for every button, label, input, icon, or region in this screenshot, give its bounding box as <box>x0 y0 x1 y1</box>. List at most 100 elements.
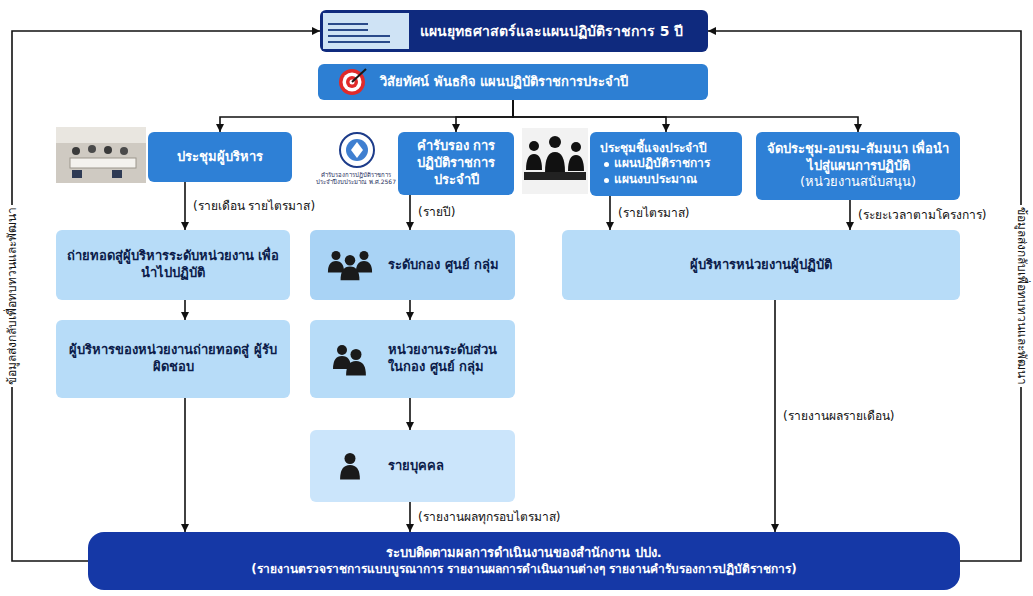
person-head <box>345 453 356 464</box>
photo-table <box>524 172 586 180</box>
photo-chair <box>112 170 122 178</box>
node-subtitle: (รายงานตรวจราชการแบบบูรณาการ รายงานผลการ… <box>102 562 946 578</box>
node-title: ระบบติดตามผลการดำเนินงานของสำนักงาน ปปง. <box>102 545 946 562</box>
level-box: รายบุคคล <box>310 430 515 502</box>
flow-connector <box>409 502 411 532</box>
flow-connector <box>513 100 666 132</box>
bullet-item: แผนงบประมาณ <box>600 172 734 188</box>
flow-connector <box>184 398 186 532</box>
icon-group <box>340 453 360 479</box>
thumbnail-line <box>328 23 368 25</box>
briefing-box: ประชุมชี้แจงประจำปีแผนปฏิบัติราชการแผนงบ… <box>590 132 742 196</box>
node-title: ผู้บริหารหน่วยงานผู้ปฏิบัติ <box>572 257 950 274</box>
frequency-label: (รายงานผลรายเดือน) <box>781 409 896 424</box>
training-box: จัดประชุม-อบรม-สัมมนา เพื่อนำไปสู่แผนการ… <box>756 132 960 200</box>
person-icon <box>310 430 400 502</box>
emblem-core <box>346 139 368 161</box>
meeting-box: ประชุมผู้บริหาร <box>148 132 292 182</box>
vision-box: วิสัยทัศน์ พันธกิจ แผนปฏิบัติราชการประจำ… <box>318 64 708 100</box>
process-box: ผู้บริหารของหน่วยงานถ่ายทอดสู่ ผู้รับผิด… <box>56 320 290 398</box>
emblem-ring <box>340 133 374 167</box>
photo-person <box>88 145 96 153</box>
node-title: แผนยุทธศาสตร์และแผนปฏิบัติราชการ 5 ปี <box>420 22 698 40</box>
photo-person <box>72 147 80 155</box>
person-head <box>360 251 369 260</box>
icon-group <box>328 251 372 280</box>
photo-wall <box>56 127 146 143</box>
target-arrow <box>352 69 366 82</box>
bullet-dot <box>604 162 609 167</box>
agreement-box: คำรับรอง การปฏิบัติราชการ ประจำปี <box>398 132 514 195</box>
node-title: ถ่ายทอดสู่ผู้บริหารระดับหน่วยงาน เพื่อนำ… <box>66 248 280 282</box>
node-title: จัดประชุม-อบรม-สัมมนา เพื่อนำไปสู่แผนการ… <box>764 141 952 175</box>
person-head <box>351 349 362 360</box>
level-box: ระดับกอง ศูนย์ กลุ่ม <box>310 230 515 300</box>
process-box: ผู้บริหารหน่วยงานผู้ปฏิบัติ <box>562 230 960 300</box>
target-ring <box>339 69 365 95</box>
thumbnail-line <box>328 35 390 37</box>
flow-connector <box>12 31 320 561</box>
monitoring-band: ระบบติดตามผลการดำเนินงานของสำนักงาน ปปง.… <box>88 532 960 590</box>
frequency-label: (รายเดือน รายไตรมาส) <box>191 199 317 214</box>
flow-connector <box>456 100 513 132</box>
emblem-diamond <box>351 142 363 158</box>
person-body <box>356 261 372 273</box>
flow-connector <box>409 398 411 430</box>
icon-group <box>339 69 366 95</box>
photo-chair <box>72 170 82 178</box>
person-head <box>337 345 347 355</box>
meeting-photo <box>56 127 146 183</box>
plan-banner: แผนยุทธศาสตร์และแผนปฏิบัติราชการ 5 ปี <box>320 10 708 52</box>
person-body <box>328 261 344 273</box>
frequency-label: (รายงานผลทุกรอบไตรมาส) <box>416 510 562 525</box>
flow-connector <box>409 195 411 230</box>
photo-person <box>545 152 565 172</box>
node-title: คำรับรอง การปฏิบัติราชการ ประจำปี <box>402 138 510 189</box>
person-head <box>345 255 356 266</box>
node-title: ผู้บริหารของหน่วยงานถ่ายทอดสู่ ผู้รับผิด… <box>66 342 280 376</box>
feedback-label: ข้อมูลส่งกลับเพื่อทบทวนและพัฒนา <box>1014 205 1029 387</box>
flow-connector <box>409 300 411 320</box>
photo-ground <box>56 127 146 183</box>
frequency-label: (รายปี) <box>416 205 457 220</box>
flow-connector <box>774 300 776 532</box>
node-title: ประชุมชี้แจงประจำปี <box>600 141 734 157</box>
process-box: ถ่ายทอดสู่ผู้บริหารระดับหน่วยงาน เพื่อนำ… <box>56 230 290 300</box>
node-subtitle: (หน่วยงานสนับสนุน) <box>764 174 952 191</box>
photo-table <box>70 158 136 168</box>
thumbnail-line <box>328 41 390 43</box>
silhouette-photo <box>522 128 588 194</box>
logo-caption: คำรับรองการปฏิบัติราชการ ประจำปีงบประมาณ… <box>314 171 398 185</box>
photo-person <box>568 155 584 171</box>
frequency-label: (รายไตรมาส) <box>616 206 691 221</box>
person-body <box>341 267 360 281</box>
person-body <box>340 465 360 479</box>
node-title: ระดับกอง ศูนย์ กลุ่ม <box>388 257 507 274</box>
person-head <box>332 251 341 260</box>
thumb-icon <box>320 10 410 52</box>
node-title: หน่วยงานระดับส่วน ในกอง ศูนย์ กลุ่ม <box>388 342 507 376</box>
photo-person <box>549 136 561 148</box>
frequency-label: (ระยะเวลาตามโครงการ) <box>856 208 988 223</box>
person-body <box>346 361 366 375</box>
bullet-item: แผนปฏิบัติราชการ <box>600 156 734 172</box>
flow-connector <box>184 300 186 320</box>
thumbnail-line <box>328 29 368 31</box>
photo-person <box>120 147 128 155</box>
flow-connector <box>609 196 611 230</box>
bullet-dot <box>604 178 609 183</box>
emblem-logo <box>340 133 374 167</box>
icon-group <box>333 345 366 375</box>
cover-thumbnail <box>323 13 409 49</box>
icon-group <box>323 13 409 49</box>
flow-connector <box>513 100 858 132</box>
node-title: รายบุคคล <box>388 458 507 475</box>
flow-connector <box>184 182 186 230</box>
pair-icon <box>310 320 400 398</box>
group-icon <box>310 230 400 300</box>
photo-person <box>526 154 542 170</box>
flow-connector <box>849 200 851 230</box>
feedback-label: ข้อมูลส่งกลับเพื่อทบทวนและพัฒนา <box>5 205 20 387</box>
